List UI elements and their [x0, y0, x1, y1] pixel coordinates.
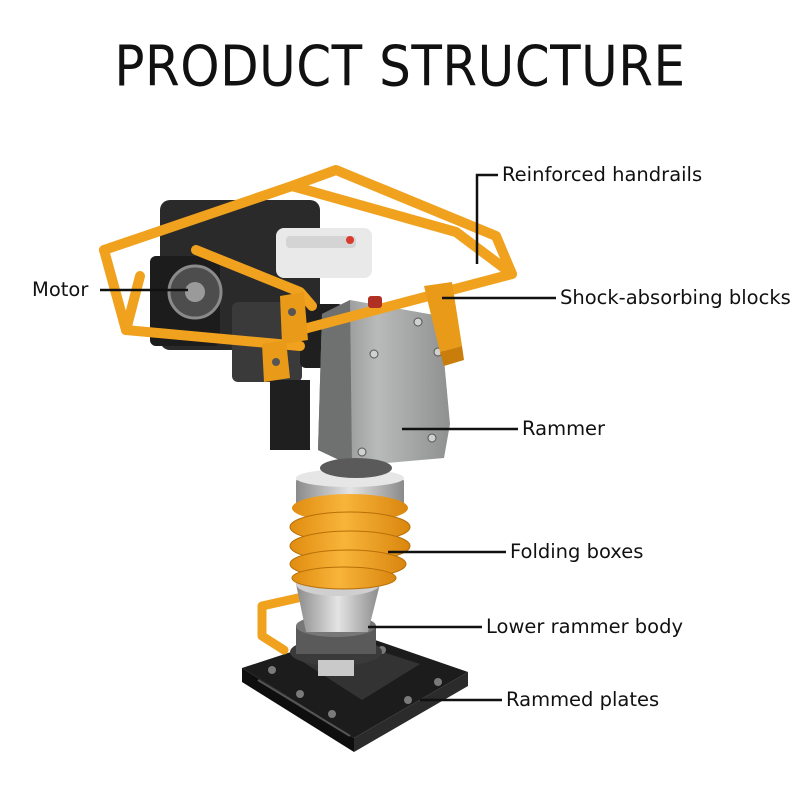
label-motor: Motor [32, 278, 89, 301]
handrail-brackets [262, 292, 308, 382]
leader-reinforced-handrails [475, 173, 498, 264]
rammer [300, 300, 450, 478]
label-folding-boxes: Folding boxes [510, 540, 644, 563]
label-shock-absorbing-blocks: Shock-absorbing blocks [560, 286, 791, 309]
label-rammed-plates: Rammed plates [506, 688, 660, 711]
label-lower-rammer-body: Lower rammer body [486, 615, 684, 638]
leader-lines [100, 173, 556, 702]
folding-boxes [289, 469, 411, 590]
label-reinforced-handrails: Reinforced handrails [502, 163, 703, 186]
label-rammer: Rammer [522, 417, 606, 440]
shock-absorbing-blocks [368, 282, 464, 366]
lower-handle [257, 593, 303, 655]
page-title: PRODUCT STRUCTURE [114, 34, 686, 99]
